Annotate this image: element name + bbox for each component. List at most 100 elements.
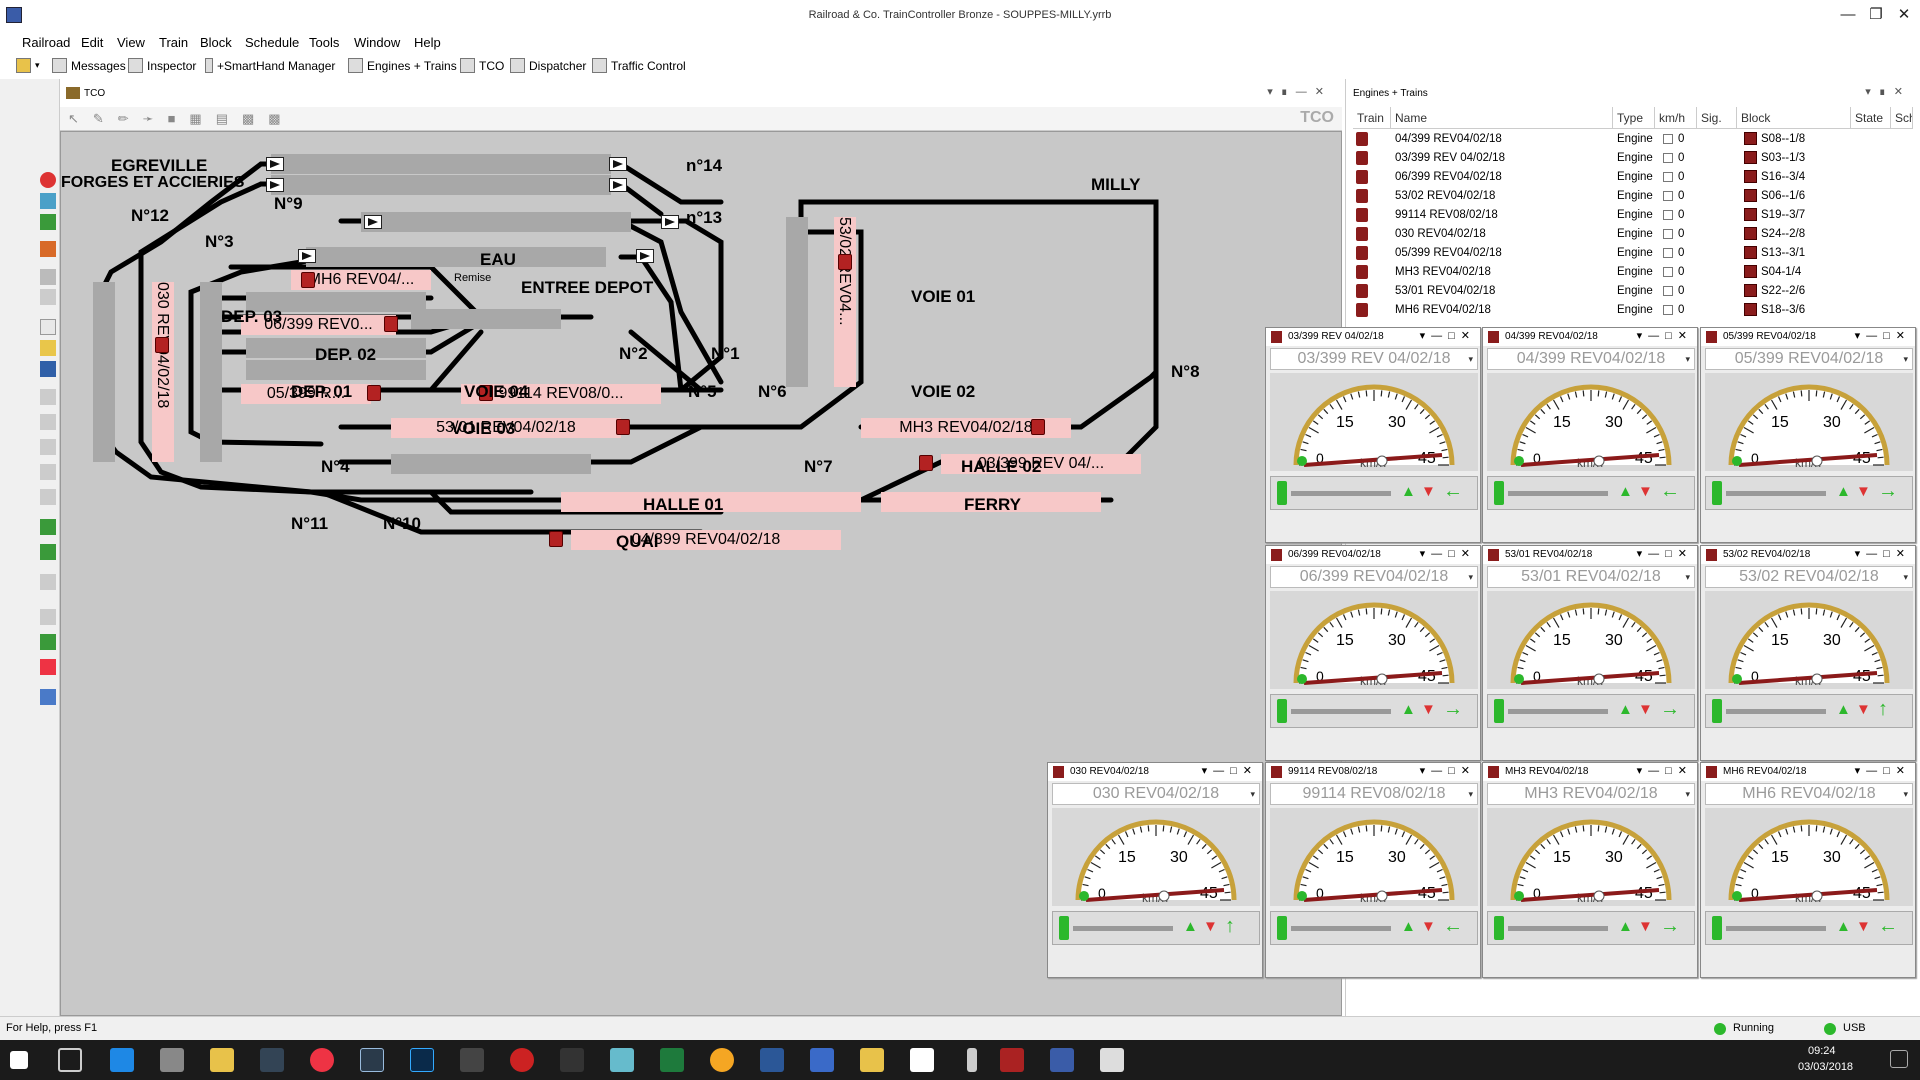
- arrow-icon[interactable]: [40, 544, 56, 560]
- loco-icon[interactable]: [479, 385, 493, 401]
- loco-icon[interactable]: [384, 316, 398, 332]
- loco-icon[interactable]: [155, 337, 169, 353]
- restore-button[interactable]: ❐: [1869, 6, 1883, 23]
- engine-select[interactable]: 03/399 REV 04/02/18▾: [1270, 348, 1478, 370]
- block[interactable]: [411, 309, 561, 329]
- menu-edit[interactable]: Edit: [81, 35, 104, 50]
- throttle-window[interactable]: 53/01 REV04/02/18▾—□✕53/01 REV04/02/18▾0…: [1482, 545, 1698, 761]
- gear-icon[interactable]: [40, 689, 56, 705]
- throttle-window[interactable]: 99114 REV08/02/18▾—□✕99114 REV08/02/18▾0…: [1265, 762, 1481, 978]
- speed-up-icon[interactable]: ▲: [1836, 483, 1851, 500]
- block-mh6[interactable]: MH6 REV04/...: [291, 270, 431, 290]
- speed-down-icon[interactable]: ▼: [1856, 918, 1871, 935]
- block[interactable]: [306, 247, 606, 267]
- speed-slider[interactable]: ▲▼←: [1270, 911, 1478, 945]
- speed-down-icon[interactable]: ▼: [1421, 701, 1436, 718]
- chrome-icon[interactable]: [310, 1048, 334, 1072]
- speed-down-icon[interactable]: ▼: [1856, 701, 1871, 718]
- signal-checkbox[interactable]: [1663, 153, 1673, 163]
- slider-handle[interactable]: [1712, 481, 1722, 505]
- traincontroller-icon[interactable]: [1050, 1048, 1074, 1072]
- open-icon[interactable]: [40, 340, 56, 356]
- slider-handle[interactable]: [1712, 916, 1722, 940]
- loco-icon[interactable]: [838, 254, 852, 270]
- menu-block[interactable]: Block: [200, 35, 232, 50]
- loco-icon[interactable]: [549, 531, 563, 547]
- speed-slider[interactable]: ▲▼→: [1487, 911, 1695, 945]
- microphone-icon[interactable]: [967, 1048, 977, 1072]
- edge-icon[interactable]: [110, 1048, 134, 1072]
- throttle-window-controls[interactable]: ▾—□✕: [1419, 330, 1476, 342]
- panel-window-controls[interactable]: ▾∎✕: [1865, 86, 1911, 98]
- throttle-window[interactable]: 04/399 REV04/02/18▾—□✕04/399 REV04/02/18…: [1482, 327, 1698, 543]
- excel-icon[interactable]: [660, 1048, 684, 1072]
- block-5302[interactable]: 53/02 REV04...: [834, 217, 856, 387]
- loco-icon[interactable]: [1031, 419, 1045, 435]
- speed-up-icon[interactable]: ▲: [1401, 483, 1416, 500]
- signal-checkbox[interactable]: [1663, 172, 1673, 182]
- copy-icon[interactable]: [40, 489, 56, 505]
- signal-icon[interactable]: [609, 157, 627, 171]
- direction-icon[interactable]: →: [1443, 698, 1463, 720]
- menu-window[interactable]: Window: [354, 35, 401, 50]
- traffic-control-button[interactable]: Traffic Control: [592, 58, 686, 73]
- app-icon[interactable]: [860, 1048, 884, 1072]
- direction-icon[interactable]: ←: [1878, 915, 1898, 937]
- block[interactable]: [361, 212, 631, 232]
- train-icon[interactable]: ▾: [16, 58, 40, 73]
- signal-checkbox[interactable]: [1663, 248, 1673, 258]
- engine-select[interactable]: 030 REV04/02/18▾: [1052, 783, 1260, 805]
- tool-icon[interactable]: [40, 269, 56, 285]
- store-icon[interactable]: [160, 1048, 184, 1072]
- throttle-window-controls[interactable]: ▾—□✕: [1419, 548, 1476, 560]
- app-icon[interactable]: [560, 1048, 584, 1072]
- throttle-window[interactable]: 53/02 REV04/02/18▾—□✕53/02 REV04/02/18▾0…: [1700, 545, 1916, 761]
- engines-trains-button[interactable]: Engines + Trains: [348, 58, 457, 73]
- speed-slider[interactable]: ▲▼←: [1270, 476, 1478, 510]
- tool-icon[interactable]: [40, 289, 56, 305]
- slider-handle[interactable]: [1277, 699, 1287, 723]
- timer-icon[interactable]: [40, 241, 56, 257]
- speed-down-icon[interactable]: ▼: [1638, 701, 1653, 718]
- signal-icon[interactable]: [298, 249, 316, 263]
- speed-up-icon[interactable]: ▲: [1401, 701, 1416, 718]
- direction-icon[interactable]: ←: [1443, 915, 1463, 937]
- engine-select[interactable]: 06/399 REV04/02/18▾: [1270, 566, 1478, 588]
- menu-train[interactable]: Train: [159, 35, 189, 50]
- speed-slider[interactable]: ▲▼←: [1705, 911, 1913, 945]
- speed-up-icon[interactable]: ▲: [1618, 918, 1633, 935]
- signal-checkbox[interactable]: [1663, 267, 1673, 277]
- throttle-window-controls[interactable]: ▾—□✕: [1419, 765, 1476, 777]
- speed-up-icon[interactable]: ▲: [1401, 918, 1416, 935]
- cut-icon[interactable]: [40, 464, 56, 480]
- col-block[interactable]: Block: [1737, 107, 1851, 129]
- block-05399[interactable]: 05/399 R...: [241, 384, 371, 404]
- block-030[interactable]: 030 REV04/02/18: [152, 282, 174, 462]
- block-03399[interactable]: 03/399 REV 04/...: [941, 454, 1141, 474]
- calculator-icon[interactable]: [460, 1048, 484, 1072]
- tool-icon[interactable]: [40, 574, 56, 590]
- speed-up-icon[interactable]: ▲: [1836, 701, 1851, 718]
- app-icon[interactable]: [810, 1048, 834, 1072]
- direction-icon[interactable]: ↑: [1878, 698, 1888, 720]
- signal-icon[interactable]: [266, 178, 284, 192]
- engine-select[interactable]: MH6 REV04/02/18▾: [1705, 783, 1913, 805]
- block-vertical[interactable]: [200, 282, 222, 462]
- throttle-window-controls[interactable]: ▾—□✕: [1636, 765, 1693, 777]
- slider-handle[interactable]: [1712, 699, 1722, 723]
- throttle-window-controls[interactable]: ▾—□✕: [1854, 765, 1911, 777]
- menu-railroad[interactable]: Railroad: [22, 35, 71, 50]
- throttle-window[interactable]: 06/399 REV04/02/18▾—□✕06/399 REV04/02/18…: [1265, 545, 1481, 761]
- col-name[interactable]: Name: [1391, 107, 1613, 129]
- block[interactable]: [391, 454, 591, 474]
- messages-button[interactable]: Messages: [52, 58, 126, 73]
- menu-help[interactable]: Help: [414, 35, 441, 50]
- direction-icon[interactable]: →: [1878, 480, 1898, 502]
